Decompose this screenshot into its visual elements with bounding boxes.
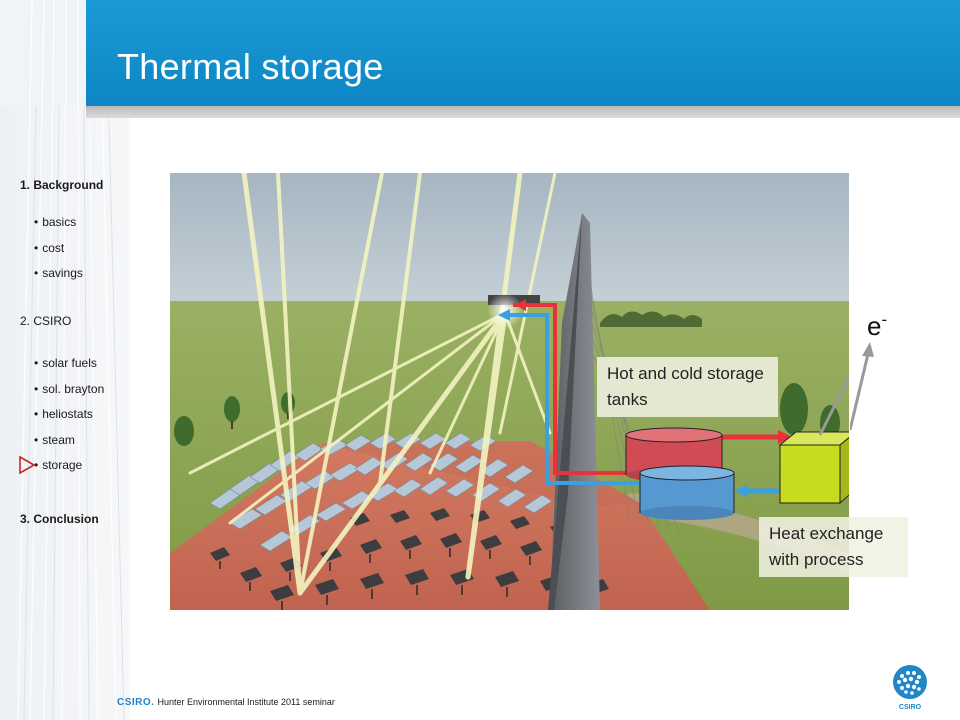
nav-item-savings[interactable]: •savings xyxy=(34,266,83,280)
nav-item-steam[interactable]: •steam xyxy=(34,433,75,447)
arrow-icon xyxy=(850,342,874,431)
sidebar-decoration xyxy=(17,0,125,720)
header-divider xyxy=(86,106,960,118)
csiro-logo: CSIRO xyxy=(893,665,927,711)
footer-text: Hunter Environmental Institute 2011 semi… xyxy=(157,697,335,707)
nav-item-cost[interactable]: •cost xyxy=(34,241,65,255)
triangle-outline-icon xyxy=(19,455,36,475)
footer: CSIRO.Hunter Environmental Institute 201… xyxy=(117,697,335,708)
solar-tower-scene xyxy=(170,173,849,610)
storage-tanks-callout: Hot and cold storage tanks xyxy=(597,357,778,417)
header-corner-decoration xyxy=(0,0,86,106)
page-title: Thermal storage xyxy=(117,46,384,87)
nav-item-storage[interactable]: •storage xyxy=(34,458,83,472)
nav-section-csiro[interactable]: 2. CSIRO xyxy=(20,314,72,328)
electron-label: e- xyxy=(867,310,888,341)
cold-tank xyxy=(639,465,735,520)
nav-item-solar-fuels[interactable]: •solar fuels xyxy=(34,356,97,370)
svg-text:CSIRO: CSIRO xyxy=(899,704,922,711)
header-bar xyxy=(0,0,960,106)
heat-exchange-callout: Heat exchange with process xyxy=(759,517,908,577)
heat-exchanger xyxy=(778,431,849,505)
nav-section-background[interactable]: 1. Background xyxy=(20,178,104,192)
nav-item-sol-brayton[interactable]: •sol. brayton xyxy=(34,382,105,396)
nav-item-heliostats[interactable]: •heliostats xyxy=(34,407,93,421)
nav-item-basics[interactable]: •basics xyxy=(34,215,77,229)
nav-section-conclusion[interactable]: 3. Conclusion xyxy=(20,512,99,526)
sidebar xyxy=(0,0,130,720)
footer-brand: CSIRO. xyxy=(117,697,155,708)
